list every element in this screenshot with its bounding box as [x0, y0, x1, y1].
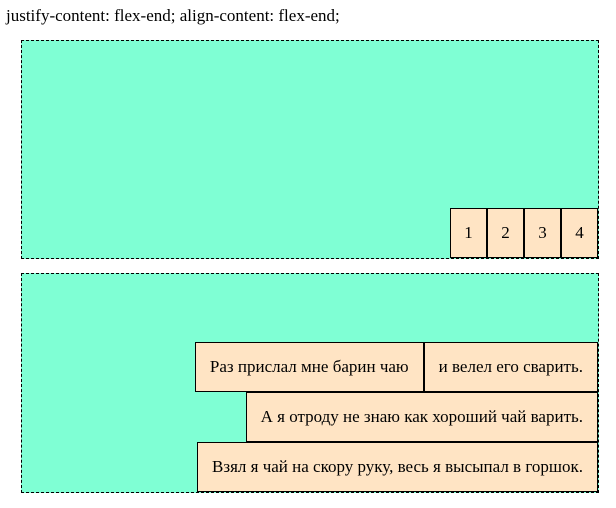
flex-item-line-2: и велел его сварить.	[423, 342, 598, 392]
flex-item-3: 3	[524, 208, 561, 258]
flex-item-2: 2	[487, 208, 524, 258]
flex-container-numbers: 1 2 3 4	[21, 40, 599, 259]
flex-item-line-4: Взял я чай на скору руку, весь я высыпал…	[197, 442, 598, 492]
flex-container-text: Раз прислал мне барин чаю и велел его св…	[21, 273, 599, 493]
flex-item-4: 4	[561, 208, 598, 258]
flex-item-line-3: А я отроду не знаю как хороший чай варит…	[245, 392, 598, 442]
caption-text: justify-content: flex-end; align-content…	[6, 6, 340, 25]
flex-item-1: 1	[450, 208, 487, 258]
flex-item-line-1: Раз прислал мне барин чаю	[194, 342, 424, 392]
